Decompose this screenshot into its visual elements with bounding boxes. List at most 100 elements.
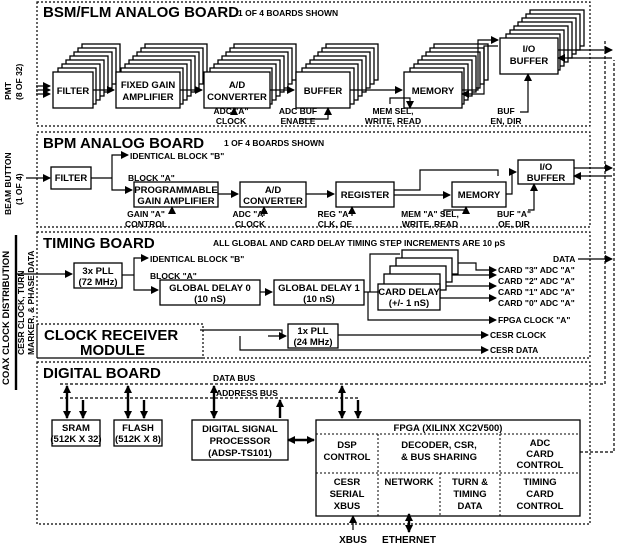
- timing-block-a-branch: [133, 275, 159, 294]
- bsm-buffer-label: BUFFER: [304, 86, 343, 97]
- cesr-clock-label: CESR CLOCK: [490, 330, 547, 340]
- bsm-mem-sel-arrow: [389, 97, 414, 109]
- global-delay1-label-2: (10 nS): [303, 294, 335, 305]
- data-bus-label: DATA BUS: [213, 373, 256, 383]
- fpga-turn-3: DATA: [458, 501, 483, 512]
- card1-label: CARD "1" ADC "A": [498, 287, 575, 297]
- fpga-dividers: [316, 433, 580, 516]
- timing-pll3x-label-1: 3x PLL: [82, 266, 113, 277]
- pll1x-label-1: 1x PLL: [297, 326, 328, 337]
- bpm-pga-label-1: PROGRAMMABLE: [134, 185, 217, 196]
- bpm-io-buffer-box: [517, 159, 575, 185]
- bpm-register-label: REGISTER: [341, 190, 390, 201]
- fpga-decoder-2: & BUS SHARING: [401, 452, 477, 463]
- dsp-label-1: DIGITAL SIGNAL: [202, 424, 278, 435]
- card3-arrow: [458, 262, 497, 274]
- bpm-identical-label: IDENTICAL BLOCK "B": [130, 151, 224, 161]
- clock-receiver-link: [200, 329, 283, 334]
- address-bus-label: ADDRESS BUS: [216, 388, 278, 398]
- bpm-pga-label-2: GAIN AMPLIFIER: [137, 196, 214, 207]
- fpga-timing-control-2: CARD: [526, 489, 554, 500]
- card2-label: CARD "2" ADC "A": [498, 276, 575, 286]
- bpm-board-subtitle: 1 OF 4 BOARDS SHOWN: [224, 138, 324, 148]
- data-bus-line: [60, 40, 606, 385]
- bpm-board-title: BPM ANALOG BOARD: [43, 135, 204, 152]
- bpm-mem-sel-label-1: MEM "A" SEL,: [401, 209, 459, 219]
- cesr-data-arrow: [239, 336, 489, 354]
- bsm-memory-label: MEMORY: [412, 86, 455, 97]
- card0-label: CARD "0" ADC "A": [498, 298, 575, 308]
- timing-board-note: ALL GLOBAL AND CARD DELAY TIMING STEP IN…: [213, 238, 506, 248]
- cesr-signals-label-2: MARKER, & PHASE DATA: [26, 250, 36, 355]
- bsm-memory-stack: MEMORY: [403, 43, 489, 109]
- bsm-buffer-stack: BUFFER: [295, 43, 379, 109]
- cesr-data-label: CESR DATA: [490, 345, 538, 355]
- bpm-memory-to-io-arrow: [506, 168, 517, 195]
- bsm-filter-label: FILTER: [57, 86, 90, 97]
- dsp-label-2: PROCESSOR: [210, 436, 271, 447]
- clock-receiver-label-2: MODULE: [80, 342, 145, 359]
- bsm-adc-clock-label-1: ADC "A": [214, 106, 249, 116]
- pmt-label: PMT: [3, 81, 13, 100]
- bpm-register-bus-up: [394, 169, 499, 191]
- fpga-cesr-serial-1: CESR: [334, 477, 361, 488]
- fpga-adc-control-2: CARD: [526, 449, 554, 460]
- timing-pll3x-box: [73, 262, 123, 289]
- coax-distribution-label: COAX CLOCK DISTRIBUTION: [1, 251, 12, 385]
- bsm-memory-to-io-arrow: [462, 36, 499, 91]
- flash-label-2: (512K X 8): [115, 434, 161, 445]
- digital-board-title: DIGITAL BOARD: [43, 365, 161, 382]
- bsm-mem-sel-label-2: WRITE, READ: [365, 116, 421, 126]
- flash-box: [113, 419, 163, 447]
- fpga-dsp-control-1: DSP: [337, 440, 357, 451]
- cesr-signals-label-1: CESR CLOCK, TURN: [16, 270, 26, 355]
- bpm-adc-clock-label-2: CLOCK: [235, 219, 266, 229]
- beam-button-count-label: (1 OF 4): [14, 173, 24, 205]
- bpm-buf-label-1: BUF "A": [497, 209, 531, 219]
- dsp-box: [191, 419, 289, 461]
- bpm-pga-box: [133, 181, 219, 208]
- timing-pll3x-label-2: (72 MHz): [78, 277, 117, 288]
- bsm-adc-clock-label-2: CLOCK: [216, 116, 247, 126]
- bpm-adc-clock-label-1: ADC "A": [233, 209, 268, 219]
- bpm-board-outline: [36, 131, 591, 228]
- fpga-turn-2: TIMING: [453, 489, 486, 500]
- ethernet-label: ETHERNET: [382, 535, 436, 546]
- bpm-gain-label-2: CONTROL: [125, 219, 167, 229]
- bsm-io-buffer-stack: I/O BUFFER: [499, 9, 585, 75]
- fpga-adc-control-1: ADC: [530, 438, 551, 449]
- bpm-adc-label-2: CONVERTER: [243, 196, 303, 207]
- dsp-label-3: (ADSP-TS101): [208, 448, 272, 459]
- bpm-block-a-branch: [111, 178, 133, 194]
- flash-label-1: FLASH: [122, 423, 154, 434]
- global-delay0-box: [159, 279, 261, 306]
- bsm-io-label-1: I/O: [523, 44, 536, 55]
- bpm-mem-sel-label-2: WRITE, READ: [402, 219, 458, 229]
- bpm-io-label-1: I/O: [540, 162, 553, 173]
- pll1x-box: [287, 323, 339, 349]
- bsm-adc-buf-arrow: [300, 107, 332, 120]
- sram-label-2: (512K X 32): [50, 434, 101, 445]
- fpga-dsp-control-2: CONTROL: [324, 452, 371, 463]
- fpga-clock-label: FPGA CLOCK "A": [498, 315, 570, 325]
- bsm-amplifier-stack: FIXED GAIN AMPLIFIER: [115, 43, 208, 109]
- timing-identical-label: IDENTICAL BLOCK "B": [150, 254, 244, 264]
- bsm-board-title: BSM/FLM ANALOG BOARD: [43, 4, 239, 21]
- xbus-label: XBUS: [339, 535, 367, 546]
- timing-identical-branch: [133, 254, 149, 275]
- card-delay-label-1: CARD DELAY: [378, 287, 440, 298]
- bpm-adc-label-1: A/D: [265, 185, 282, 196]
- fpga-cesr-serial-3: XBUS: [334, 501, 360, 512]
- global-delay0-label-2: (10 nS): [194, 294, 226, 305]
- card3-label: CARD "3" ADC "A": [498, 265, 575, 275]
- bsm-amp-label-1: FIXED GAIN: [121, 80, 176, 91]
- bpm-reg-label-2: CLK, OE: [318, 219, 353, 229]
- bpm-io-label-2: BUFFER: [527, 173, 566, 184]
- timing-board-title: TIMING BOARD: [43, 235, 155, 252]
- pll1x-label-2: (24 MHz): [293, 337, 332, 348]
- bsm-buf-en-arrow: [520, 73, 532, 113]
- bsm-io-label-2: BUFFER: [510, 56, 549, 67]
- bpm-buf-oe-arrow: [528, 183, 538, 211]
- fpga-timing-control-1: TIMING: [523, 477, 556, 488]
- card-delay-stack: CARD DELAY (+/- 1 nS): [377, 249, 459, 311]
